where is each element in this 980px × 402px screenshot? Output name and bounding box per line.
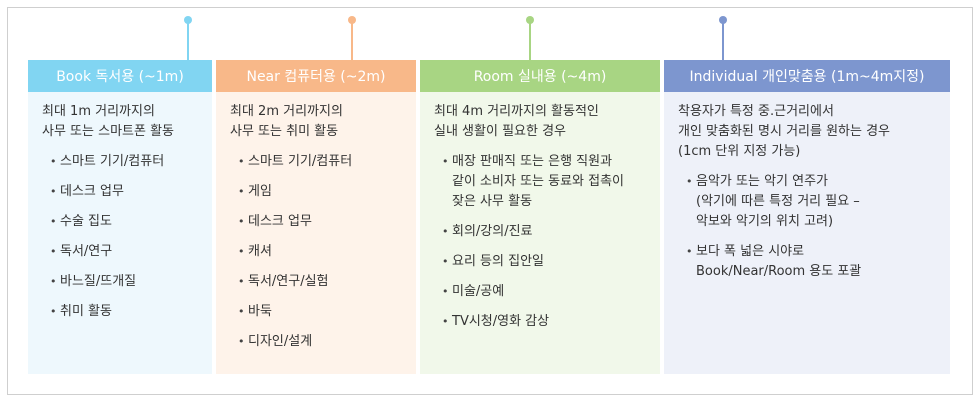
usage-list: 스마트 기기/컴퓨터 데스크 업무 수술 집도 독서/연구 바느질/뜨개질 취미… (42, 152, 202, 322)
list-item: 보다 폭 넓은 시야로 Book/Near/Room 용도 포괄 (686, 242, 940, 282)
intro-line: 개인 맞춤화된 명시 거리를 원하는 경우 (678, 124, 891, 139)
column-book: Book 독서용 (~1m) 최대 1m 거리까지의 사무 또는 스마트폰 활동… (28, 60, 212, 378)
column-intro: 최대 2m 거리까지의 사무 또는 취미 활동 (230, 102, 406, 142)
list-item: 캐셔 (238, 242, 406, 262)
intro-line: (1cm 단위 지정 가능) (678, 144, 801, 159)
connector-room (526, 16, 534, 60)
list-item: 미술/공예 (442, 282, 650, 302)
list-item: 바느질/뜨개질 (50, 272, 202, 292)
connector-individual (719, 16, 727, 60)
list-item: 데스크 업무 (50, 182, 202, 202)
list-item: 디자인/설계 (238, 332, 406, 352)
usage-list: 스마트 기기/컴퓨터 게임 데스크 업무 캐셔 독서/연구/실험 바둑 디자인/… (230, 152, 406, 352)
intro-line: 최대 1m 거리까지의 (42, 104, 155, 119)
list-item: 취미 활동 (50, 302, 202, 322)
column-body: 최대 4m 거리까지의 활동적인 실내 생활이 필요한 경우 매장 판매직 또는… (420, 92, 660, 374)
column-intro: 최대 1m 거리까지의 사무 또는 스마트폰 활동 (42, 102, 202, 142)
list-item: 요리 등의 집안일 (442, 252, 650, 272)
list-item: 데스크 업무 (238, 212, 406, 232)
column-header: Individual 개인맞춤용 (1m~4m지정) (664, 60, 950, 92)
column-header: Room 실내용 (~4m) (420, 60, 660, 92)
list-item: 스마트 기기/컴퓨터 (50, 152, 202, 172)
list-item: 스마트 기기/컴퓨터 (238, 152, 406, 172)
list-item: 게임 (238, 182, 406, 202)
intro-line: 최대 4m 거리까지의 활동적인 (434, 104, 599, 119)
intro-line: 사무 또는 스마트폰 활동 (42, 124, 174, 139)
list-item: 수술 집도 (50, 212, 202, 232)
connector-dot (719, 16, 727, 24)
connector-book (184, 16, 192, 60)
column-individual: Individual 개인맞춤용 (1m~4m지정) 착용자가 특정 중.근거리… (664, 60, 950, 378)
usage-list: 음악가 또는 악기 연주가 (악기에 따른 특정 거리 필요 – 악보와 악기의… (678, 172, 940, 282)
intro-line: 최대 2m 거리까지의 (230, 104, 343, 119)
column-body: 최대 1m 거리까지의 사무 또는 스마트폰 활동 스마트 기기/컴퓨터 데스크… (28, 92, 212, 374)
column-body: 최대 2m 거리까지의 사무 또는 취미 활동 스마트 기기/컴퓨터 게임 데스… (216, 92, 416, 374)
intro-line: 실내 생활이 필요한 경우 (434, 124, 566, 139)
intro-line: 착용자가 특정 중.근거리에서 (678, 104, 834, 119)
connector-near (348, 16, 356, 60)
connector-dot (348, 16, 356, 24)
connector-dot (184, 16, 192, 24)
column-intro: 착용자가 특정 중.근거리에서 개인 맞춤화된 명시 거리를 원하는 경우 (1… (678, 102, 940, 162)
column-header: Book 독서용 (~1m) (28, 60, 212, 92)
list-item: 매장 판매직 또는 은행 직원과 같이 소비자 또는 동료와 접촉이 잦은 사무… (442, 152, 650, 212)
intro-line: 사무 또는 취미 활동 (230, 124, 339, 139)
column-body: 착용자가 특정 중.근거리에서 개인 맞춤화된 명시 거리를 원하는 경우 (1… (664, 92, 950, 374)
list-item: TV시청/영화 감상 (442, 312, 650, 332)
usage-list: 매장 판매직 또는 은행 직원과 같이 소비자 또는 동료와 접촉이 잦은 사무… (434, 152, 650, 332)
column-intro: 최대 4m 거리까지의 활동적인 실내 생활이 필요한 경우 (434, 102, 650, 142)
list-item: 음악가 또는 악기 연주가 (악기에 따른 특정 거리 필요 – 악보와 악기의… (686, 172, 940, 232)
list-item: 회의/강의/진료 (442, 222, 650, 242)
column-header: Near 컴퓨터용 (~2m) (216, 60, 416, 92)
connector-dot (526, 16, 534, 24)
list-item: 독서/연구/실험 (238, 272, 406, 292)
column-near: Near 컴퓨터용 (~2m) 최대 2m 거리까지의 사무 또는 취미 활동 … (216, 60, 416, 378)
list-item: 바둑 (238, 302, 406, 322)
column-room: Room 실내용 (~4m) 최대 4m 거리까지의 활동적인 실내 생활이 필… (420, 60, 660, 378)
list-item: 독서/연구 (50, 242, 202, 262)
